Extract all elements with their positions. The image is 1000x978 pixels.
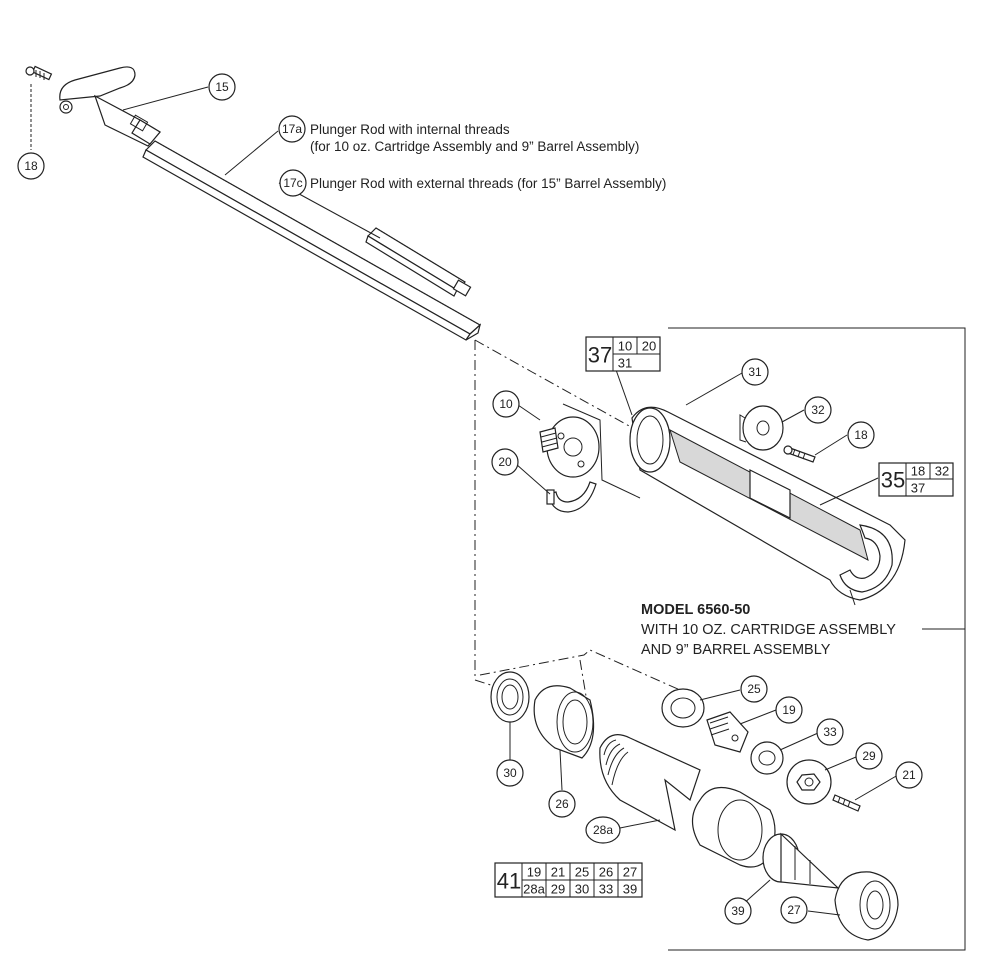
callout-32: 32	[804, 396, 832, 424]
washer-25	[661, 688, 705, 728]
callout-number: 30	[503, 766, 517, 780]
kit-37-item: 10	[618, 339, 632, 354]
kit-37-item: 31	[618, 356, 632, 371]
kit-41-item: 25	[575, 865, 589, 880]
note-17a-line2: (for 10 oz. Cartridge Assembly and 9” Ba…	[310, 139, 639, 154]
kit-41-item: 26	[599, 865, 613, 880]
kit-41-item: 29	[551, 882, 565, 897]
kit-41-item: 19	[527, 865, 541, 880]
callout-30: 30	[496, 759, 524, 787]
nut-29	[786, 759, 832, 805]
callout-number: 25	[747, 682, 761, 696]
screw-18-top	[25, 65, 53, 81]
note-17a-line1: Plunger Rod with internal threads	[310, 122, 510, 137]
plunger-rod-17a	[142, 140, 482, 341]
kit-41-id: 41	[497, 869, 521, 894]
callout-27: 27	[780, 896, 808, 924]
callout-29: 29	[855, 742, 883, 770]
callout-17a: 17a	[278, 115, 306, 143]
callout-number: 39	[731, 904, 745, 918]
callout-number: 31	[748, 365, 762, 379]
model-title: MODEL 6560-50	[641, 602, 750, 618]
screw-18-mid	[783, 445, 816, 463]
callout-number: 26	[555, 797, 569, 811]
barrel-28a	[599, 734, 776, 868]
callout-number: 33	[823, 725, 837, 739]
callout-20: 20	[491, 448, 519, 476]
callout-number: 17a	[282, 122, 302, 136]
kit-41-item: 28a	[523, 882, 545, 897]
callout-number: 15	[215, 80, 229, 94]
model-bracket	[668, 327, 966, 951]
callout-18-top: 18	[17, 152, 45, 180]
kit-41-item: 21	[551, 865, 565, 880]
callout-number: 19	[782, 703, 796, 717]
callout-17c: 17c	[279, 169, 307, 197]
callout-18-mid: 18	[847, 421, 875, 449]
kit-35-id: 35	[881, 468, 905, 493]
model-line3: AND 9” BARREL ASSEMBLY	[641, 642, 831, 658]
kit-35-item: 18	[911, 464, 925, 479]
kit-35-table: 35 18 32 37	[878, 462, 954, 497]
callout-number: 17c	[283, 176, 302, 190]
bushing-32	[739, 405, 784, 451]
kit-41-item: 27	[623, 865, 637, 880]
plunger-rod-17c	[365, 227, 472, 297]
plunger-bracket	[562, 403, 641, 499]
note-17c: Plunger Rod with external threads (for 1…	[310, 176, 666, 191]
screw-21	[832, 794, 861, 812]
kit-35-item: 37	[911, 481, 925, 496]
washer-33	[750, 741, 784, 775]
callout-number: 32	[811, 403, 825, 417]
callout-25: 25	[740, 675, 768, 703]
seal-30	[490, 671, 530, 723]
callout-33: 33	[816, 718, 844, 746]
callout-26: 26	[548, 790, 576, 818]
callout-number: 29	[862, 749, 876, 763]
callout-31: 31	[741, 358, 769, 386]
callout-number: 10	[499, 397, 513, 411]
callout-15: 15	[208, 73, 236, 101]
plunger-disc-10	[539, 416, 600, 478]
kit-41-item: 39	[623, 882, 637, 897]
kit-37-item: 20	[642, 339, 656, 354]
callout-number: 18	[854, 428, 868, 442]
callout-28a: 28a	[585, 816, 621, 844]
kit-37-id: 37	[588, 343, 612, 368]
callout-number: 18	[24, 159, 38, 173]
callout-number: 20	[498, 455, 512, 469]
callout-39: 39	[724, 897, 752, 925]
cap-27	[834, 871, 899, 941]
model-line2: WITH 10 OZ. CARTRIDGE ASSEMBLY	[641, 622, 896, 638]
t-handle-15	[59, 66, 161, 147]
plug-19	[706, 711, 749, 753]
half-ring-20	[546, 481, 597, 513]
kit-35-item: 32	[935, 464, 949, 479]
callout-21: 21	[895, 761, 923, 789]
kit-37-table: 37 10 20 31	[585, 336, 661, 372]
callout-10: 10	[492, 390, 520, 418]
nut-26	[533, 685, 595, 759]
callout-19: 19	[775, 696, 803, 724]
gun-frame-31	[629, 406, 906, 601]
alignment-lines	[474, 339, 681, 721]
kit-41-item: 33	[599, 882, 613, 897]
leader-lines	[122, 86, 899, 916]
callout-number: 27	[787, 903, 801, 917]
nozzle-39	[762, 832, 840, 889]
callout-number: 21	[902, 768, 916, 782]
kit-41-item: 30	[575, 882, 589, 897]
callout-number: 28a	[593, 823, 613, 837]
kit-41-table: 41 19 21 25 26 27 28a 29 30 33 39	[494, 862, 643, 898]
